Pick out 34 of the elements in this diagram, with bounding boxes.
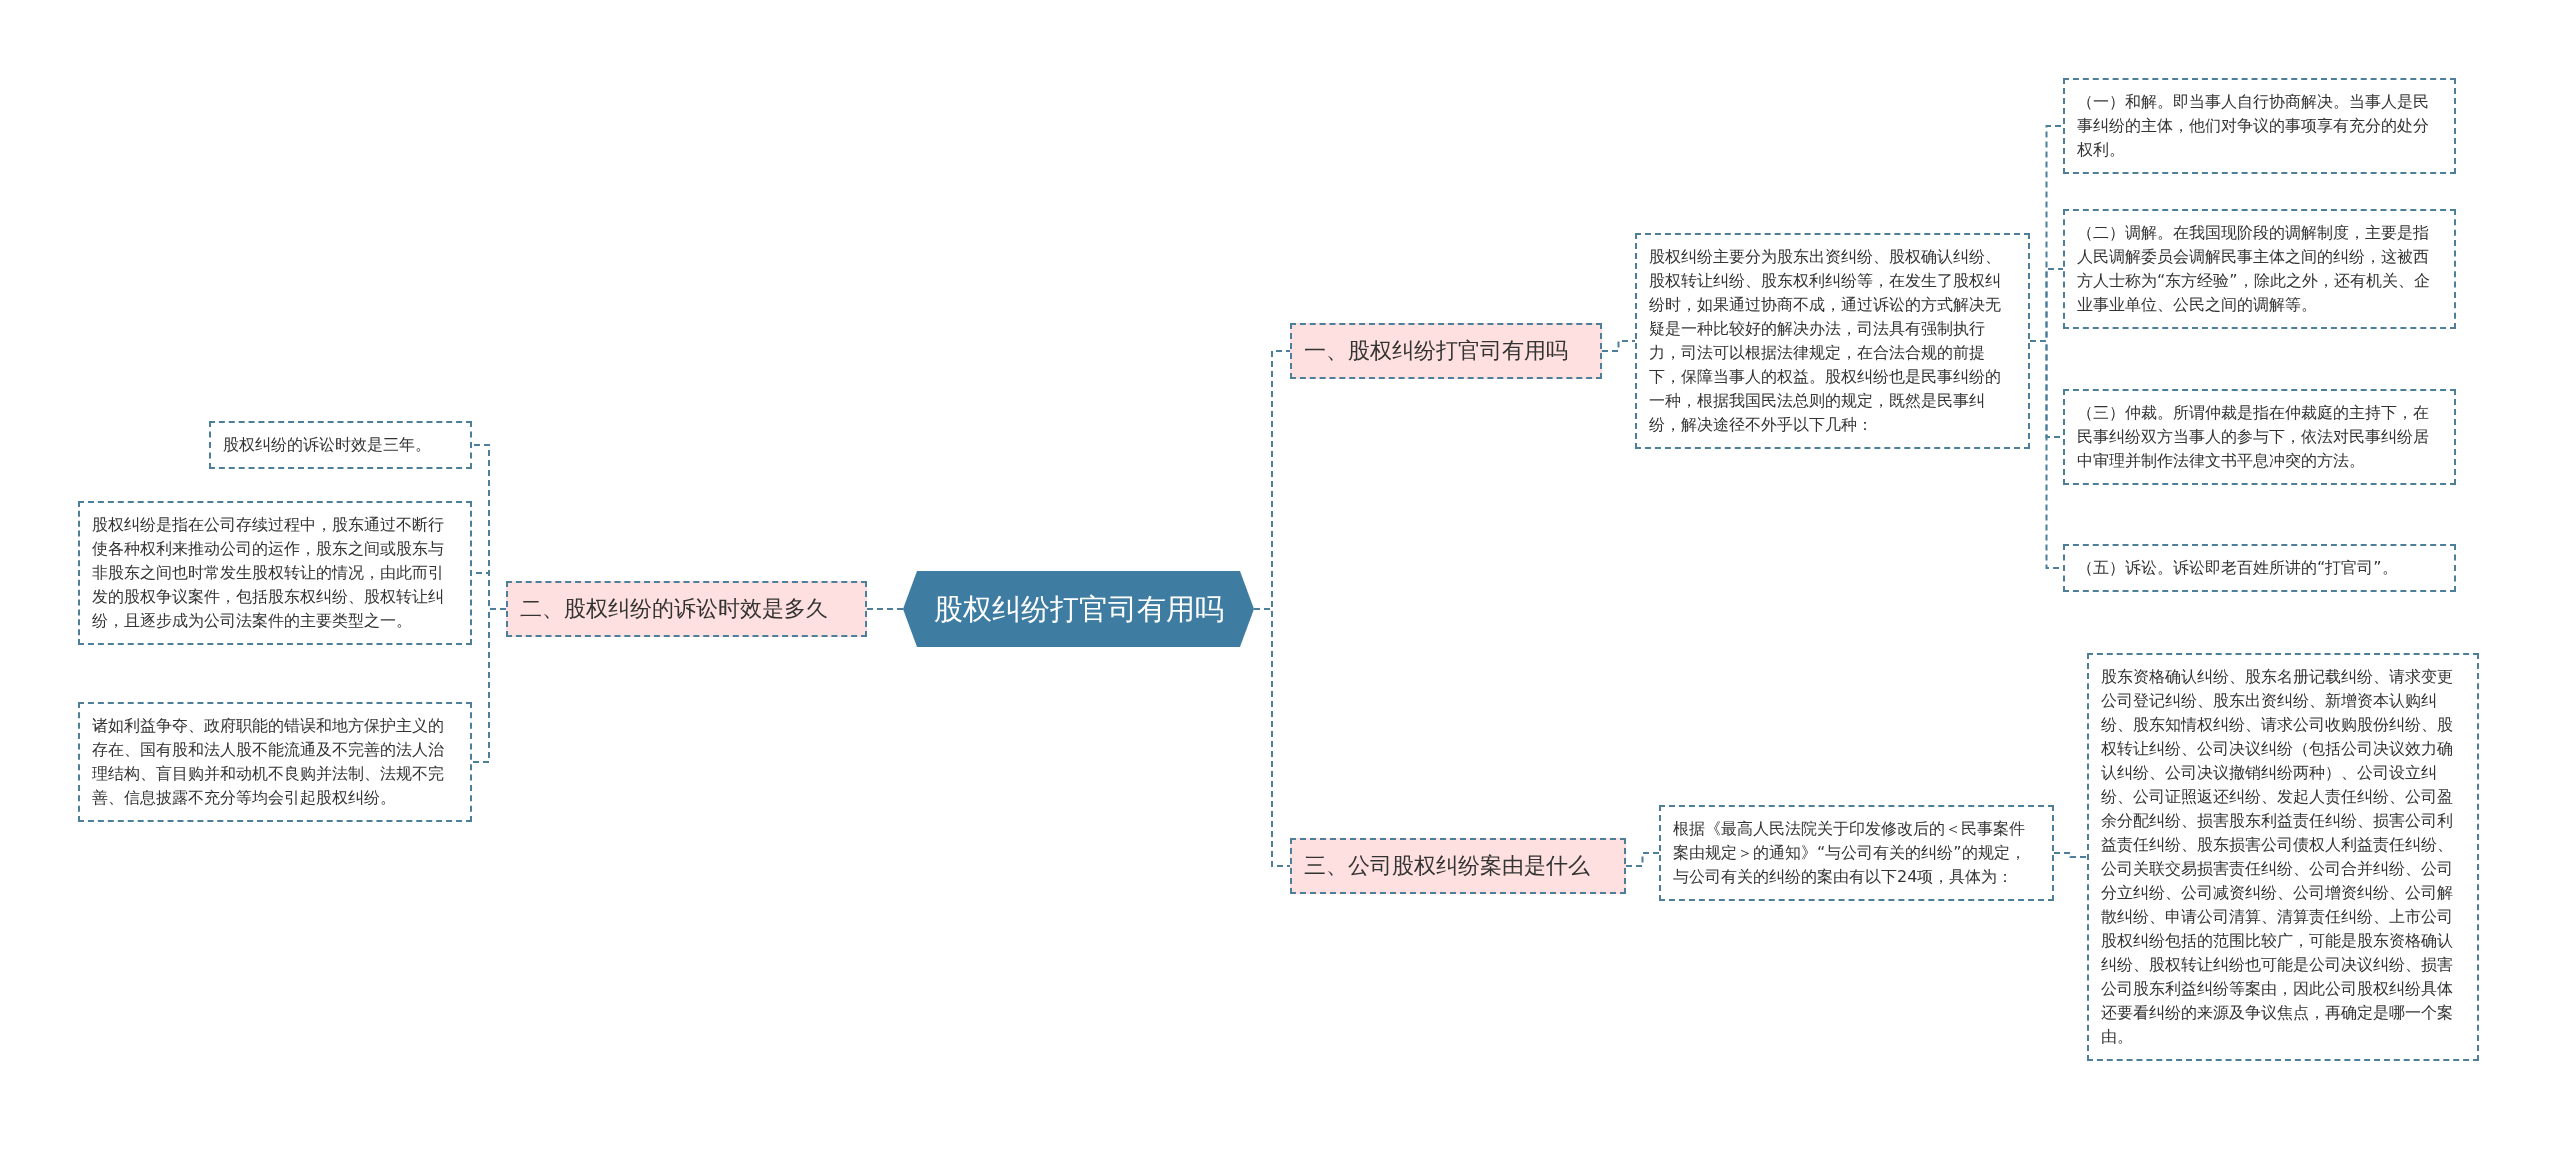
central-topic (903, 571, 1254, 647)
connector-line (1601, 340, 1636, 352)
note-box (2087, 653, 2479, 1061)
note-box (2063, 78, 2456, 174)
note-text: （二）调解。在我国现阶段的调解制度，主要是指人民调解委员会调解民事主体之间的纠纷，这被西方人士称为“东方经验”，除此之外，还有机关、企业事业单位、公民之间的调解等。 (2077, 222, 2431, 316)
topic-text: 二、股权纠纷的诉讼时效是多久 (520, 595, 829, 623)
topic-text: 股权纠纷打官司有用吗 (933, 591, 1224, 628)
note-box (1659, 805, 2054, 901)
note-text: 股东资格确认纠纷、股东名册记载纠纷、请求变更公司登记纠纷、股东出资纠纷、新增资本认购纠纷、股东知情权纠纷、请求公司收购股份纠纷、股权转让纠纷、公司决议纠纷（包括公司决议效力确认纠纷、公司决议撤销纠纷两种）、公司设立纠纷、公司证照返还纠纷、发起人责任纠纷、公司盈余分配纠纷、损害股东利益责任纠纷、损害公司利益责任纠纷、股东损害公司债权人利益责任纠纷、公司关联交易损害责任纠纷、公司合并纠纷、公司分立纠纷、公司减资纠纷、公司增资纠纷、公司解散纠纷、申请公司清算、清算责任纠纷、上市公司股权纠纷包括的范围比较广，可能是股东资格确认纠纷、股权转让纠纷也可能是公司决议纠纷、损害公司股东利益纠纷等案由，因此公司股权纠纷具体还要看纠纷的来源及争议焦点，再确定是哪一个案由。 (2101, 666, 2454, 1048)
topic-text: 三、公司股权纠纷案由是什么 (1304, 852, 1591, 880)
topic-text: 一、股权纠纷打官司有用吗 (1304, 337, 1569, 365)
note-text: 根据《最高人民法院关于印发修改后的＜民事案件案由规定＞的通知》“与公司有关的纠纷”的规定，与公司有关的纠纷的案由有以下24项，具体为： (1673, 818, 2027, 888)
topic-box (1290, 323, 1602, 379)
note-text: （三）仲裁。所谓仲裁是指在仲裁庭的主持下，在民事纠纷双方当事人的参与下，依法对民事纠纷居中审理并制作法律文书平息冲突的方法。 (2077, 402, 2430, 472)
connector-line (2053, 852, 2088, 858)
note-text: 股权纠纷主要分为股东出资纠纷、股权确认纠纷、股权转让纠纷、股东权利纠纷等，在发生了股权纠纷时，如果通过协商不成，通过诉讼的方式解决无疑是一种比较好的解决办法，司法具有强制执行力，司法可以根据法律规定，在合法合规的前提下，保障当事人的权益。股权纠纷也是民事纠纷的一种，根据我国民法总则的规定，既然是民事纠纷，解决途径不外乎以下几种： (1649, 246, 2002, 436)
connector-line (471, 608, 507, 763)
note-text: （一）和解。即当事人自行协商解决。当事人是民事纠纷的主体，他们对争议的事项享有充分的处分权利。 (2077, 91, 2430, 161)
note-box (78, 501, 472, 645)
connector-line (1253, 608, 1291, 867)
topic-box (1290, 838, 1626, 894)
note-box (1635, 233, 2030, 449)
note-text: 股权纠纷的诉讼时效是三年。 (223, 434, 432, 456)
note-box (209, 421, 472, 469)
note-box (2063, 389, 2456, 485)
note-box (2063, 209, 2456, 329)
note-text: 诸如利益争夺、政府职能的错误和地方保护主义的存在、国有股和法人股不能流通及不完善的法人治理结构、盲目购并和动机不良购并法制、法规不完善、信息披露不充分等均会引起股权纠纷。 (92, 715, 445, 809)
note-box (78, 702, 472, 822)
connector-line (1625, 852, 1660, 867)
note-text: 股权纠纷是指在公司存续过程中，股东通过不断行使各种权利来推动公司的运作，股东之间或股东与非股东之间也时常发生股权转让的情况，由此而引发的股权争议案件，包括股东权纠纷、股权转让纠纷，且逐步成为公司法案件的主要类型之一。 (92, 514, 445, 632)
connector-line (866, 608, 904, 610)
note-box (2063, 544, 2456, 592)
note-text: （五）诉讼。诉讼即老百姓所讲的“打官司”。 (2077, 557, 2399, 579)
topic-box (506, 581, 867, 637)
